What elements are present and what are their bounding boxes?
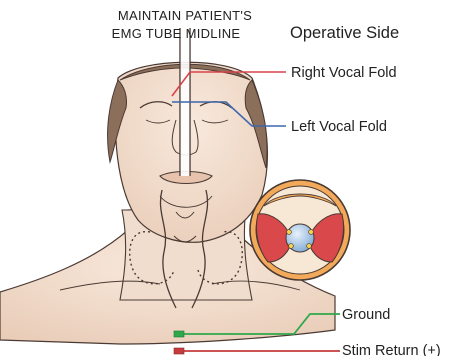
electrode-dot [289, 244, 294, 249]
instruction-line-1: MAINTAIN PATIENT'S [118, 8, 252, 23]
operative-side-heading: Operative Side [290, 24, 399, 42]
ground-label: Ground [342, 307, 390, 323]
electrode-dot [309, 230, 314, 235]
instruction-line-2: EMG TUBE MIDLINE [112, 26, 241, 41]
stim-return-label: Stim Return (+) [342, 343, 441, 356]
left-vocal-fold-label: Left Vocal Fold [291, 119, 387, 135]
ground-connector [174, 331, 184, 337]
right-vocal-fold-label: Right Vocal Fold [291, 65, 397, 81]
vocal-fold-inset [250, 180, 350, 280]
electrode-dot [287, 230, 292, 235]
electrode-dot [307, 244, 312, 249]
stim-return-connector [174, 348, 184, 354]
